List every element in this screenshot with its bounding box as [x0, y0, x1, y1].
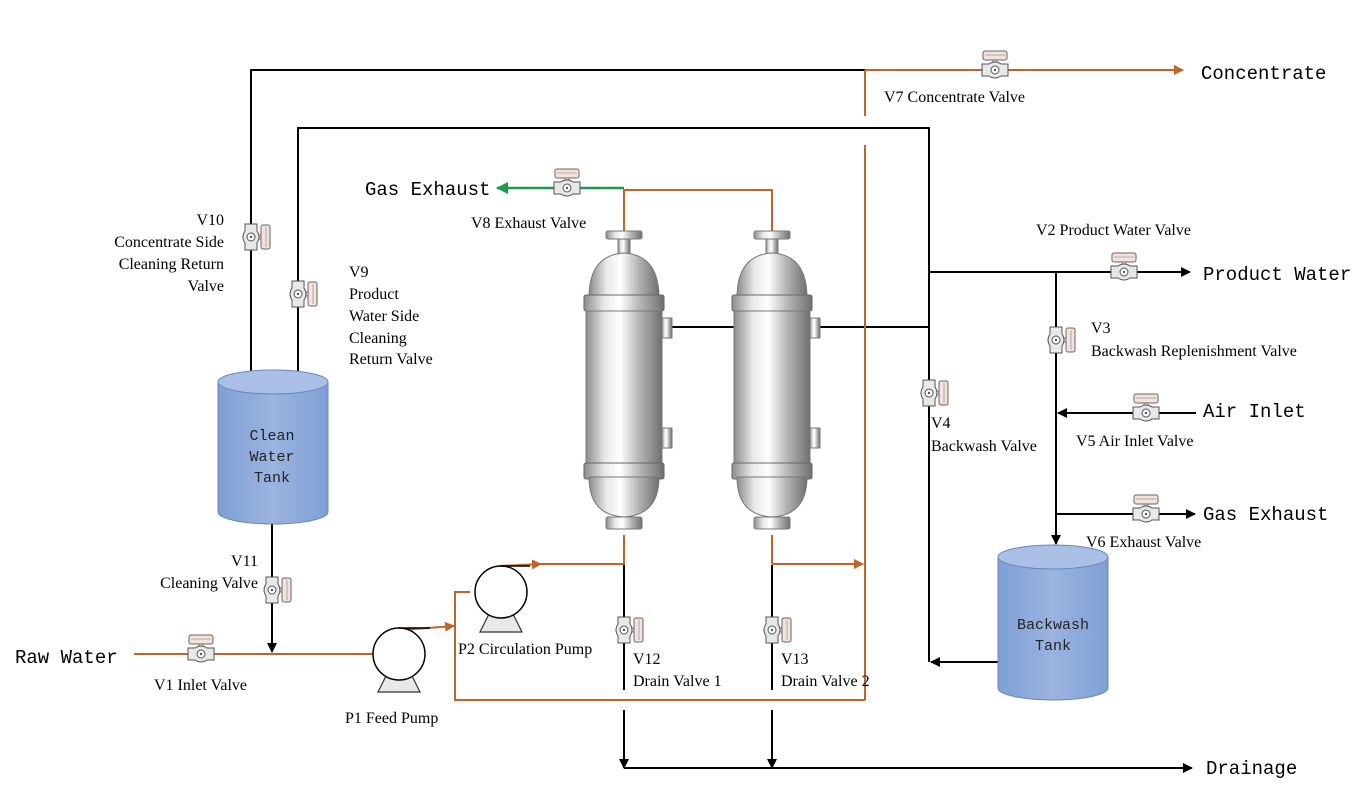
label-v7: V7 Concentrate Valve: [884, 89, 1025, 106]
stream-concentrate: Concentrate: [1201, 63, 1326, 85]
clean-water-tank: Clean Water Tank: [217, 369, 329, 525]
concentrate-return-pipe: [246, 69, 865, 383]
label-p1: P1 Feed Pump: [345, 710, 438, 727]
feed-pump-p1[interactable]: [372, 627, 430, 693]
label-v10-line1: Concentrate Side: [114, 234, 224, 251]
backwash-tank-label-2: Tank: [1035, 638, 1071, 655]
label-v3-name: Backwash Replenishment Valve: [1091, 343, 1297, 360]
valve-v10[interactable]: [242, 223, 271, 251]
stream-raw-water: Raw Water: [15, 647, 118, 669]
circulation-pump-p2[interactable]: [474, 565, 530, 633]
clean-tank-label-1: Clean: [249, 428, 294, 445]
label-v8: V8 Exhaust Valve: [471, 215, 586, 232]
label-v9-line2: Water Side: [349, 308, 419, 325]
clean-tank-label-3: Tank: [254, 470, 290, 487]
backwash-tank-label-1: Backwash: [1017, 617, 1089, 634]
valve-v1[interactable]: [187, 634, 215, 663]
valve-v9[interactable]: [289, 280, 318, 308]
label-v13-name: Drain Valve 2: [781, 673, 870, 690]
valve-v11[interactable]: [263, 576, 292, 604]
valve-v12[interactable]: [615, 616, 644, 644]
label-v9-line4: Return Valve: [349, 351, 433, 368]
circulation-loop-pipe: [454, 591, 865, 701]
stream-gas-exhaust-top: Gas Exhaust: [365, 179, 490, 201]
label-p2: P2 Circulation Pump: [458, 641, 592, 658]
vessel1-feed-pipe: [541, 535, 625, 565]
label-v5: V5 Air Inlet Valve: [1076, 433, 1193, 450]
label-v10-line3: Valve: [188, 278, 224, 295]
valve-v4[interactable]: [920, 379, 949, 407]
valve-v2[interactable]: [1110, 252, 1138, 281]
valve-v13[interactable]: [763, 616, 792, 644]
membrane-vessel-1: [583, 230, 673, 530]
label-v4-name: Backwash Valve: [931, 438, 1037, 455]
label-v1: V1 Inlet Valve: [154, 677, 247, 694]
stream-product-water: Product Water: [1203, 264, 1351, 286]
label-v3-id: V3: [1091, 320, 1111, 337]
label-v9-id: V9: [349, 264, 369, 281]
label-v12-id: V12: [633, 651, 661, 668]
label-v11-id: V11: [231, 553, 258, 570]
label-v13-id: V13: [781, 651, 809, 668]
valve-v6[interactable]: [1132, 494, 1160, 523]
label-v4-id: V4: [931, 415, 951, 432]
label-v9-line3: Cleaning: [349, 330, 407, 347]
label-v10-line2: Cleaning Return: [119, 256, 224, 273]
label-v11-name: Cleaning Valve: [160, 575, 258, 592]
valve-v5[interactable]: [1132, 393, 1160, 422]
backwash-tank: Backwash Tank: [997, 544, 1109, 701]
valve-v3[interactable]: [1047, 326, 1076, 354]
stream-air-inlet: Air Inlet: [1203, 401, 1306, 423]
membrane-vessel-2: [731, 230, 821, 530]
product-return-pipe: [293, 127, 930, 383]
label-v6: V6 Exhaust Valve: [1086, 534, 1201, 551]
clean-tank-label-2: Water: [249, 449, 294, 466]
label-v9-line1: Product: [349, 286, 399, 303]
label-v12-name: Drain Valve 1: [633, 673, 722, 690]
stream-drainage: Drainage: [1206, 758, 1297, 780]
stream-gas-exhaust-right: Gas Exhaust: [1203, 504, 1328, 526]
label-v10-id: V10: [196, 212, 224, 229]
valve-v8[interactable]: [553, 168, 581, 197]
label-v2: V2 Product Water Valve: [1036, 222, 1191, 239]
exhaust-header-pipe: [623, 189, 777, 241]
valve-v7[interactable]: [981, 50, 1009, 79]
